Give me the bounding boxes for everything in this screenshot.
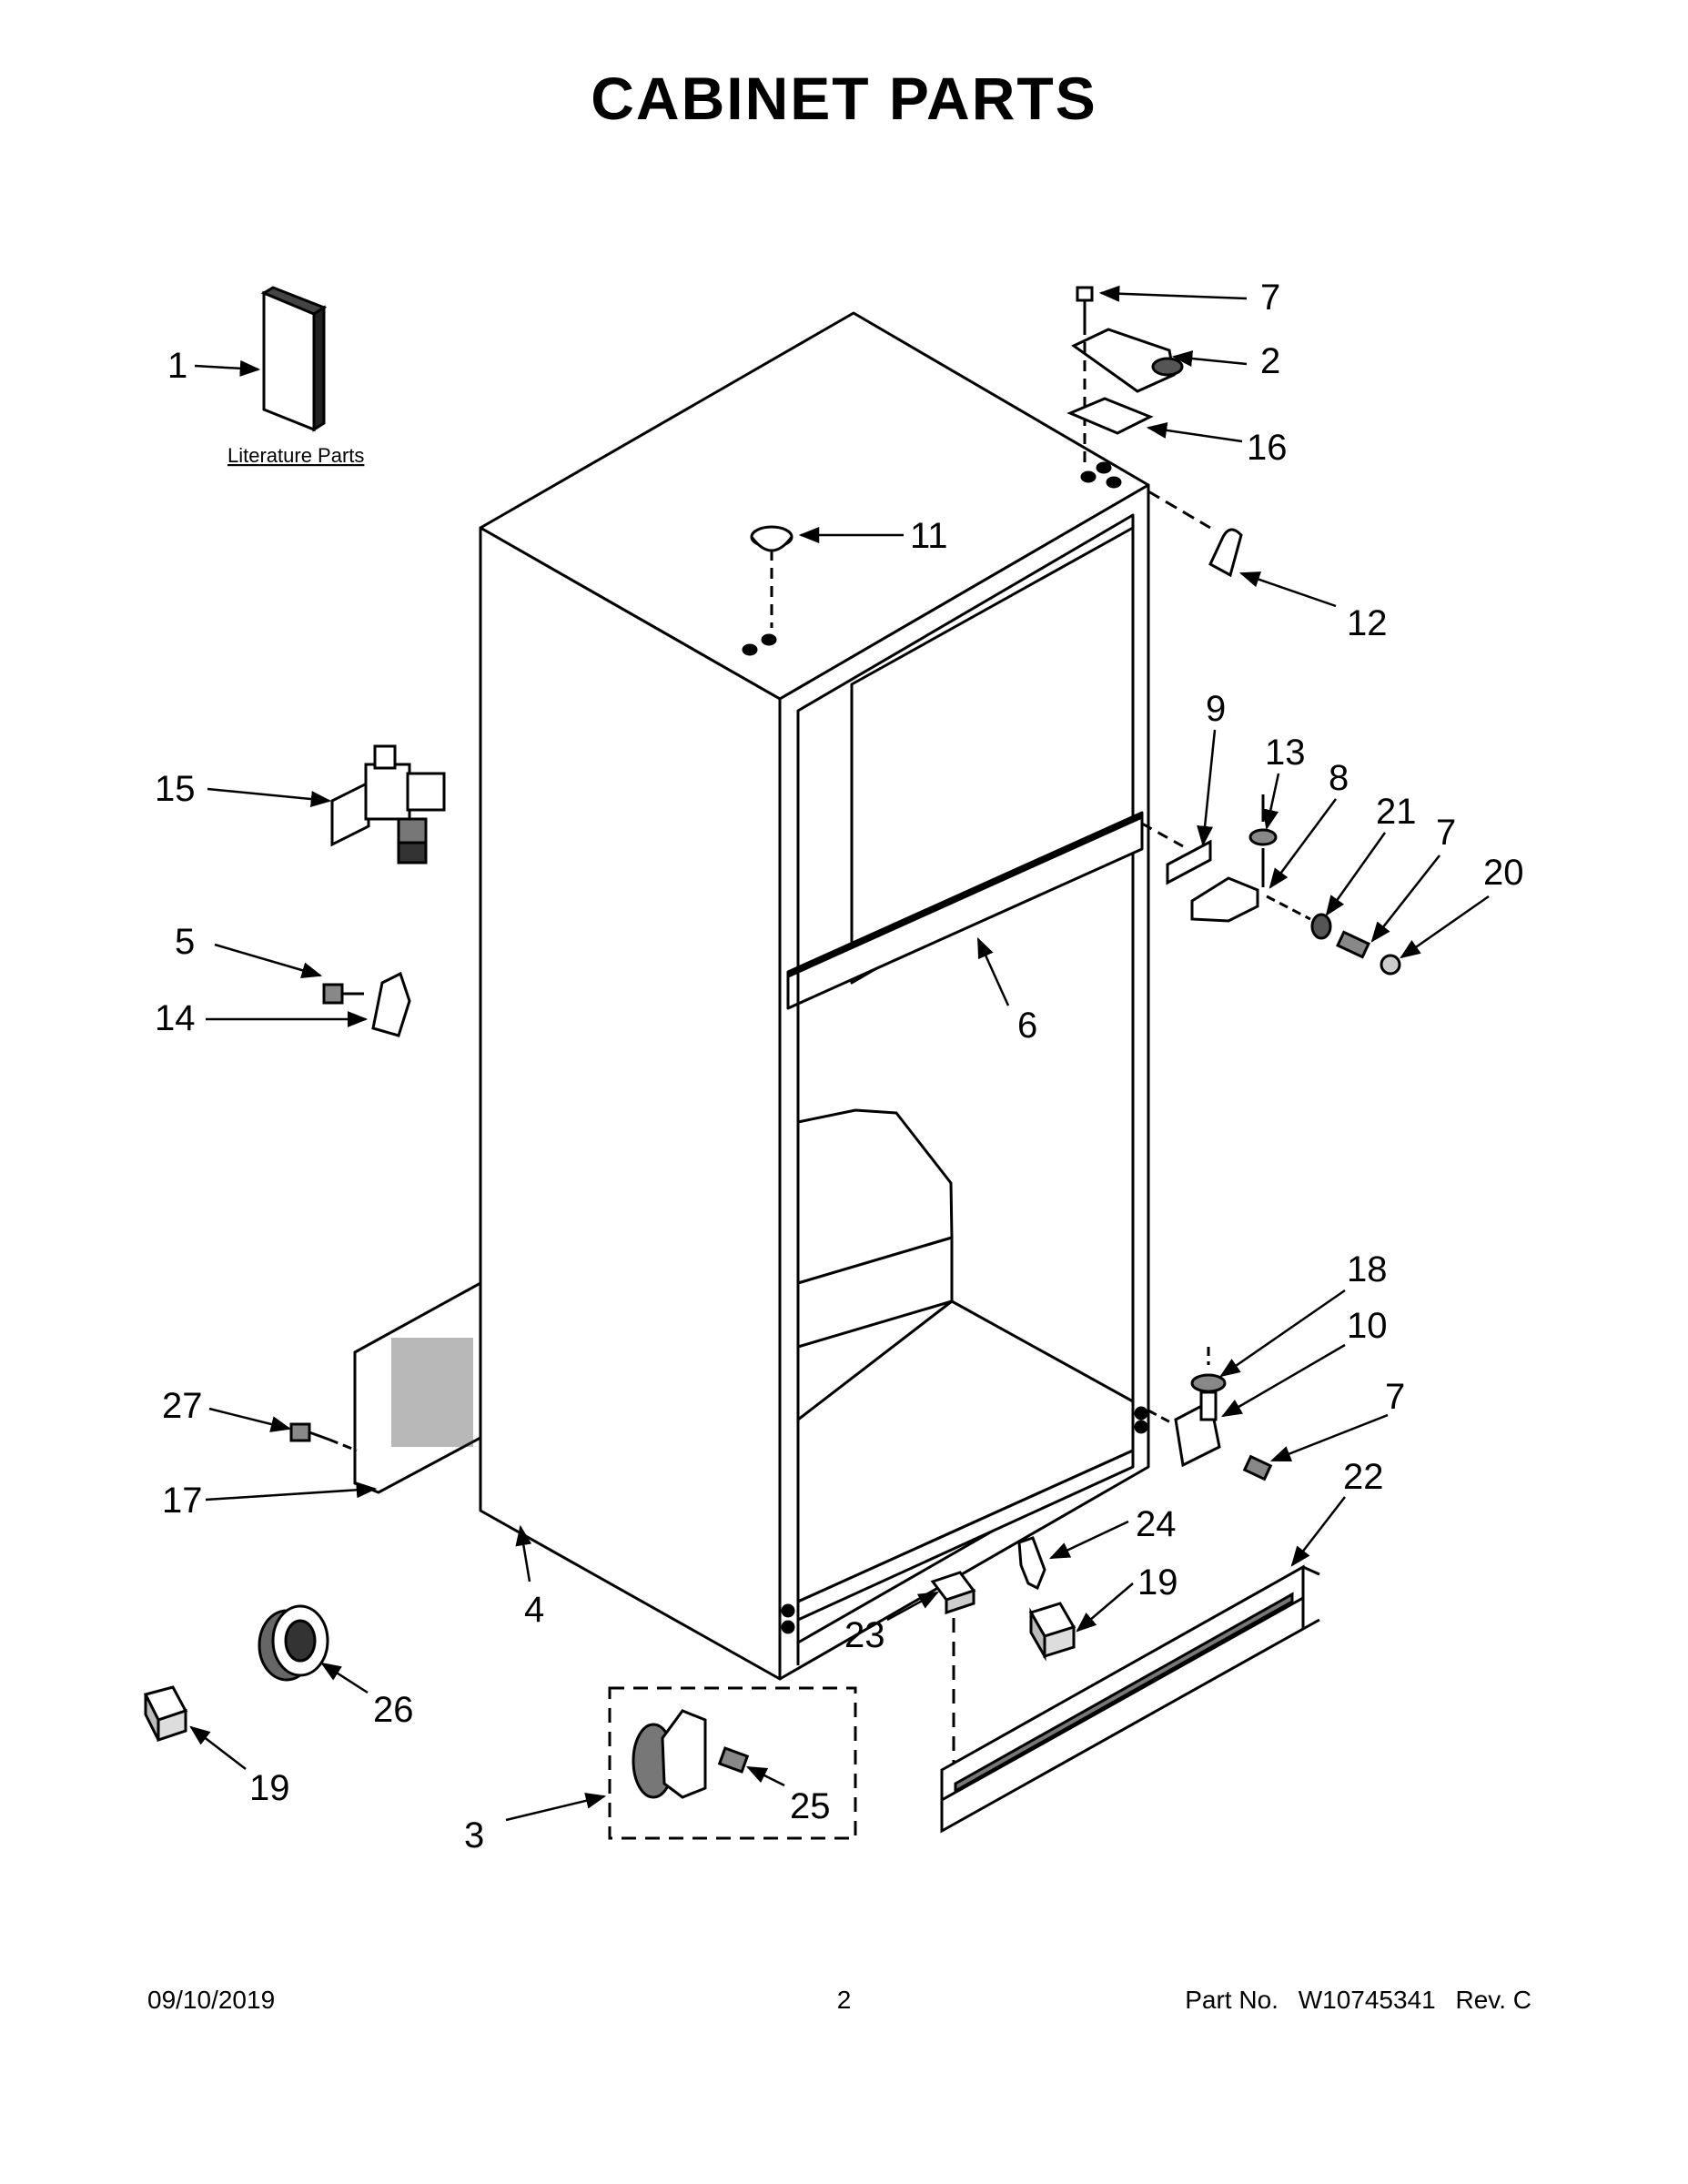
footer-date: 09/10/2019 [147,1986,276,2014]
top-hinge-assembly-icon [1066,286,1184,464]
bottom-hinge-assembly-icon [1147,1347,1273,1481]
revision-label: Rev. C [1455,1986,1532,2014]
callout-10: 10 [1347,1306,1388,1346]
part-number-value: W10745341 [1298,1986,1436,2014]
hinge-cover-icon [1147,490,1243,578]
callout-19-left: 19 [249,1768,290,1808]
callout-7-mid: 7 [1436,813,1456,853]
footer-page-number: 2 [836,1986,852,2014]
callout-12: 12 [1347,603,1388,643]
leveling-leg-assembly-icon [608,1686,857,1840]
callout-24: 24 [1136,1504,1177,1544]
grille-tab-icon [930,1571,976,1770]
callout-15: 15 [155,769,196,809]
callout-9: 9 [1206,689,1226,729]
callout-6: 6 [1017,1006,1037,1046]
literature-parts-label: Literature Parts [227,444,364,467]
roller-wheel-icon [258,1604,329,1682]
callout-7-lower: 7 [1385,1377,1405,1417]
literature-booklet-icon [260,286,328,432]
callout-11: 11 [910,516,948,556]
base-grille-icon [940,1564,1320,1834]
top-hole-plug-icon [750,525,793,628]
callout-13: 13 [1265,733,1306,773]
leveling-cap-icon [1028,1602,1076,1662]
callout-19-right: 19 [1137,1562,1178,1603]
center-hinge-assembly-icon [1141,794,1401,976]
callout-8: 8 [1329,758,1349,798]
footer-part-number: Part No. W10745341 Rev. C [1185,1986,1531,2015]
leveling-cap-icon [143,1685,188,1743]
callout-21: 21 [1376,792,1417,832]
callout-26: 26 [373,1690,414,1730]
callout-20: 20 [1483,853,1524,893]
callout-18: 18 [1347,1249,1388,1289]
callout-17: 17 [162,1481,203,1521]
page-title: CABINET PARTS [591,65,1097,132]
callout-25: 25 [790,1786,831,1826]
panel-screw-icon [289,1422,358,1452]
refrigerator-cabinet [479,311,1150,1681]
callout-2: 2 [1260,341,1280,381]
callout-5: 5 [175,922,195,962]
rear-access-panel-icon [353,1280,482,1494]
callout-1: 1 [167,346,187,386]
callout-4: 4 [524,1590,544,1630]
grille-clip-icon [1017,1536,1046,1591]
callout-3: 3 [464,1815,484,1855]
part-number-label: Part No. [1185,1986,1279,2014]
callout-23: 23 [844,1615,885,1655]
callout-27: 27 [162,1386,203,1426]
callout-7-top: 7 [1260,278,1280,318]
water-valve-icon [330,744,446,864]
callout-16: 16 [1247,428,1288,468]
callout-22: 22 [1343,1457,1384,1497]
clip-and-screw-icon [322,971,411,1037]
callout-14: 14 [155,998,196,1038]
